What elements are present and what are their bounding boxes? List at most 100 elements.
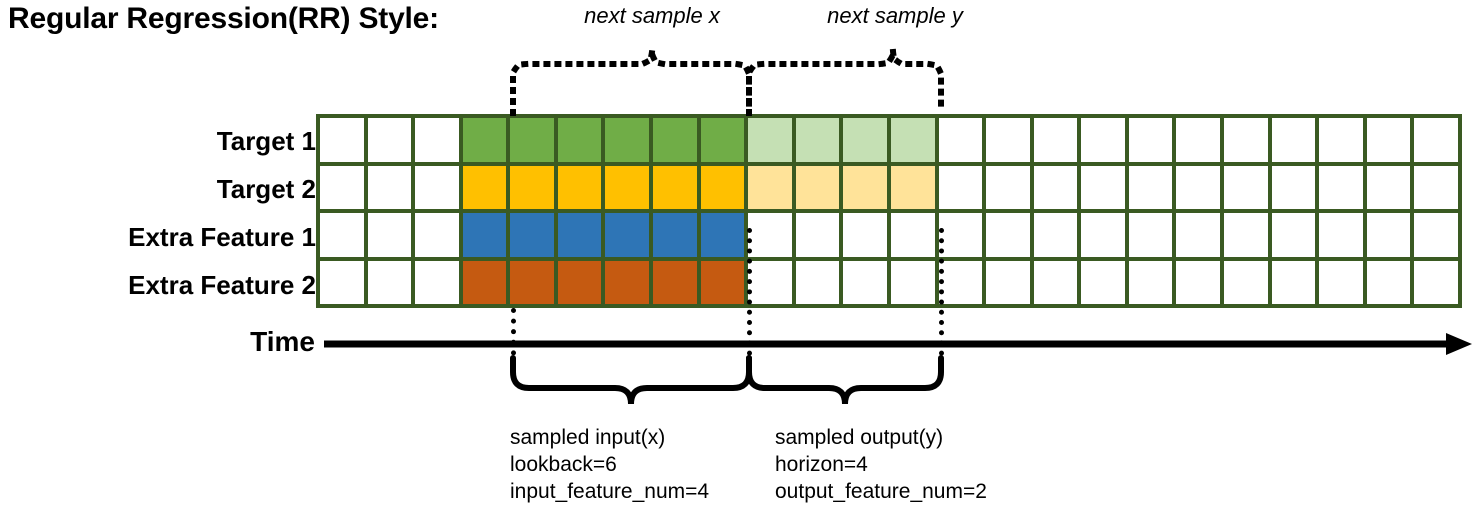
timeline-cell — [367, 118, 412, 162]
timeline-row — [320, 165, 1458, 209]
timeline-cell — [938, 260, 983, 304]
timeline-cell — [1414, 118, 1458, 162]
timeline-cell — [415, 165, 459, 209]
brace-sampled-input — [510, 355, 752, 405]
timeline-cell — [795, 213, 840, 257]
timeline-cell — [795, 260, 840, 304]
bottom-solid-braces — [510, 355, 944, 405]
timeline-cell — [653, 213, 697, 257]
timeline-cell — [1223, 118, 1268, 162]
timeline-cell — [1271, 213, 1316, 257]
timeline-cell — [843, 165, 887, 209]
timeline-cell — [1081, 118, 1125, 162]
timeline-cell — [890, 260, 935, 304]
timeline-cell — [843, 260, 887, 304]
timeline-cell — [557, 260, 602, 304]
timeline-cell — [1081, 165, 1125, 209]
timeline-cell — [748, 260, 792, 304]
timeline-cell — [938, 118, 983, 162]
timeline-row — [320, 213, 1458, 257]
timeline-row — [320, 260, 1458, 304]
timeline-cell — [938, 213, 983, 257]
timeline-cell — [1128, 213, 1173, 257]
timeline-cell — [367, 165, 412, 209]
timeline-cell — [1366, 118, 1411, 162]
timeline-cell — [605, 118, 650, 162]
timeline-cell — [1081, 260, 1125, 304]
timeline-cell — [557, 118, 602, 162]
timeline-cell — [890, 118, 935, 162]
guide-line-input-end — [747, 228, 752, 366]
timeline-cell — [605, 213, 650, 257]
caption-sampled-input-line-3: input_feature_num=4 — [510, 479, 710, 503]
axis-label-time: Time — [250, 326, 315, 357]
brace-next-sample-y — [746, 49, 944, 116]
row-label-target-2: Target 2 — [216, 174, 316, 204]
timeline-cell — [415, 260, 459, 304]
timeline-cell — [1366, 213, 1411, 257]
caption-sampled-output-line-2: horizon=4 — [775, 452, 868, 476]
timeline-cell — [938, 165, 983, 209]
timeline-cell — [1319, 213, 1363, 257]
timeline-cell — [557, 165, 602, 209]
caption-sampled-output-line-1: sampled output(y) — [775, 426, 944, 449]
timeline-row — [320, 118, 1458, 162]
timeline-cell — [367, 213, 412, 257]
row-label-extra-feature-1: Extra Feature 1 — [128, 222, 316, 252]
timeline-cell — [795, 118, 840, 162]
timeline-cell — [748, 165, 792, 209]
timeline-cell — [415, 118, 459, 162]
timeline-cell — [1176, 165, 1220, 209]
timeline-cell — [1081, 213, 1125, 257]
guide-line-input-start — [511, 308, 516, 366]
timeline-cell — [843, 118, 887, 162]
timeline-cell — [1128, 118, 1173, 162]
timeline-cell — [653, 260, 697, 304]
timeline-cell — [510, 213, 554, 257]
guide-line-output-end — [939, 228, 944, 366]
timeline-cell — [986, 118, 1030, 162]
timeline-cell — [1223, 260, 1268, 304]
timeline-cell — [1128, 260, 1173, 304]
row-label-target-1: Target 1 — [216, 126, 316, 156]
timeline-cell — [748, 118, 792, 162]
timeline-cell — [700, 213, 745, 257]
row-label-extra-feature-2: Extra Feature 2 — [128, 270, 316, 300]
timeline-cell — [700, 165, 745, 209]
timeline-cell — [653, 118, 697, 162]
timeline-cell — [1176, 260, 1220, 304]
timeline-cell — [367, 260, 412, 304]
timeline-cell — [415, 213, 459, 257]
timeline-cell — [557, 213, 602, 257]
timeline-cell — [795, 165, 840, 209]
page-title: Regular Regression(RR) Style: — [8, 2, 439, 35]
timeline-cell — [1033, 213, 1078, 257]
caption-sampled-output-line-3: output_feature_num=2 — [775, 479, 987, 503]
brace-sampled-output — [746, 355, 944, 405]
timeline-cell — [1319, 118, 1363, 162]
timeline-grid — [316, 114, 1462, 308]
timeline-cell — [605, 260, 650, 304]
timeline-cell — [1319, 165, 1363, 209]
timeline-cell — [1414, 213, 1458, 257]
timeline-cell — [986, 213, 1030, 257]
caption-sampled-input-line-1: sampled input(x) — [510, 426, 666, 449]
timeline-cell — [510, 165, 554, 209]
brace-next-sample-x — [510, 49, 752, 116]
timeline-cell — [510, 118, 554, 162]
timeline-cell — [462, 118, 507, 162]
timeline-cell — [462, 165, 507, 209]
timeline-cell — [700, 118, 745, 162]
timeline-cell — [1128, 165, 1173, 209]
time-axis-arrow — [324, 333, 1472, 355]
timeline-cell — [1366, 165, 1411, 209]
timeline-cell — [462, 213, 507, 257]
timeline-cell — [1223, 165, 1268, 209]
timeline-cell — [653, 165, 697, 209]
timeline-cell — [1271, 260, 1316, 304]
timeline-cell — [748, 213, 792, 257]
timeline-cell — [1414, 260, 1458, 304]
timeline-cell — [1271, 165, 1316, 209]
timeline-cell — [320, 118, 364, 162]
